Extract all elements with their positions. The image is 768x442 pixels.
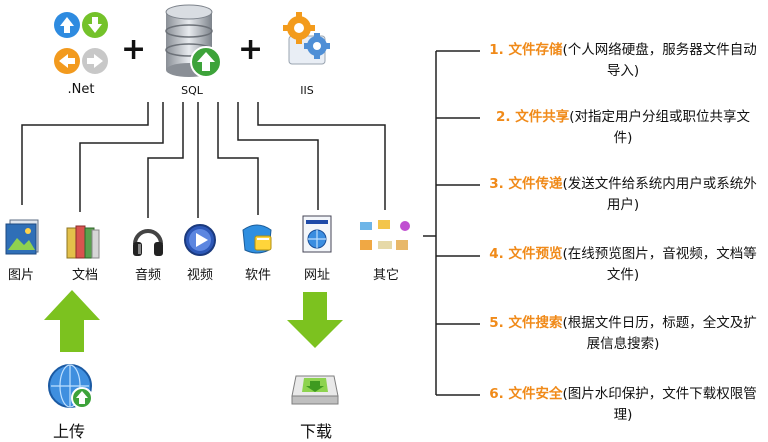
feature-item-sharing: 2. 文件共享(对指定用户分组或职位共享文件) xyxy=(487,107,759,149)
upload-label: 上传 xyxy=(52,422,85,441)
plus-sign-2: + xyxy=(238,32,264,67)
feature-title: 1. 文件存储 xyxy=(489,42,563,58)
sql-database-icon xyxy=(160,4,224,82)
up-arrow-icon xyxy=(42,288,102,354)
globe-document-icon xyxy=(298,214,336,256)
category-label-video: 视频 xyxy=(186,268,213,283)
sql-label: SQL xyxy=(181,84,203,97)
feature-desc: (个人网络硬盘，服务器文件自动导入) xyxy=(562,42,757,79)
feature-desc: (在线预览图片，音视频，文档等文件) xyxy=(562,246,757,283)
download-label: 下载 xyxy=(299,422,332,441)
down-arrow-icon xyxy=(285,290,345,350)
feature-item-security: 6. 文件安全(图片水印保护，文件下载权限管理) xyxy=(487,384,759,426)
feature-title: 4. 文件预览 xyxy=(489,246,563,262)
feature-desc: (根据文件日历，标题，全文及扩展信息搜索) xyxy=(562,315,757,352)
download-drive-icon xyxy=(290,362,340,406)
feature-item-storage: 1. 文件存储(个人网络硬盘，服务器文件自动导入) xyxy=(487,40,759,82)
feature-item-preview: 4. 文件预览(在线预览图片，音视频，文档等文件) xyxy=(487,244,759,286)
books-icon xyxy=(64,220,102,260)
feature-title: 3. 文件传递 xyxy=(489,176,563,192)
category-label-software: 软件 xyxy=(244,268,271,283)
software-icon xyxy=(238,218,276,258)
feature-item-transfer: 3. 文件传递(发送文件给系统内用户或系统外用户) xyxy=(487,174,759,216)
upload-globe-icon xyxy=(46,362,96,412)
headphones-icon xyxy=(130,222,166,258)
category-label-other: 其它 xyxy=(372,268,399,283)
feature-desc: (对指定用户分组或职位共享文件) xyxy=(569,109,750,146)
plus-sign-1: + xyxy=(121,32,147,67)
iis-gears-icon xyxy=(275,6,337,76)
category-label-audio: 音频 xyxy=(134,268,161,283)
category-label-document: 文档 xyxy=(71,268,98,283)
picture-icon xyxy=(4,218,42,258)
iis-label: IIS xyxy=(300,84,314,97)
media-player-icon xyxy=(182,222,218,258)
feature-desc: (图片水印保护，文件下载权限管理) xyxy=(562,386,757,423)
dotnet-icon xyxy=(50,8,112,80)
misc-files-icon xyxy=(358,216,414,256)
feature-title: 2. 文件共享 xyxy=(495,109,570,125)
feature-item-search: 5. 文件搜索(根据文件日历，标题，全文及扩展信息搜索) xyxy=(487,313,759,355)
feature-title: 5. 文件搜索 xyxy=(489,315,563,331)
feature-desc: (发送文件给系统内用户或系统外用户) xyxy=(562,176,757,213)
category-label-website: 网址 xyxy=(303,268,330,283)
dotnet-label: .Net xyxy=(67,82,95,97)
category-label-picture: 图片 xyxy=(7,268,34,283)
feature-title: 6. 文件安全 xyxy=(489,386,563,402)
